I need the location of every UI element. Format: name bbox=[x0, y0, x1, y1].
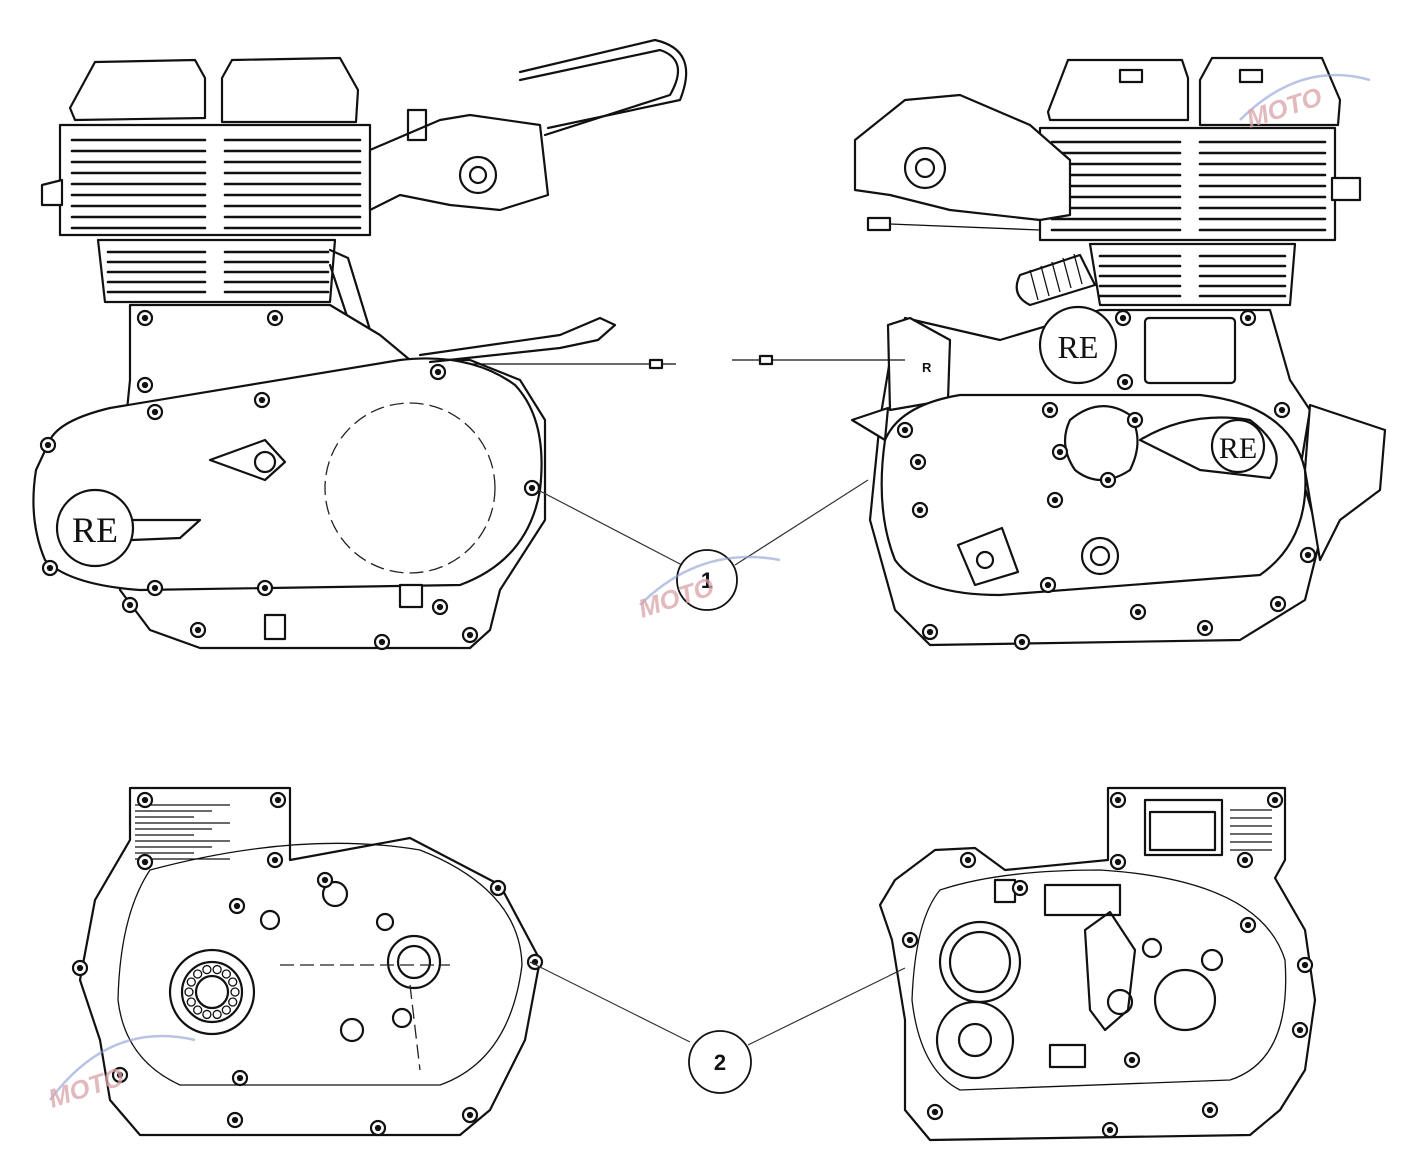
bolt-center bbox=[1046, 406, 1054, 414]
bolt-center bbox=[1134, 608, 1142, 616]
magneto-logo: RE bbox=[1058, 329, 1099, 365]
bolt-center bbox=[258, 396, 266, 404]
bolt-center bbox=[274, 796, 282, 804]
bolt-center bbox=[141, 381, 149, 389]
bolt-center bbox=[931, 1108, 939, 1116]
bearing-roller bbox=[228, 997, 238, 1007]
engine-left-view: RE bbox=[32, 38, 688, 651]
bearing-roller bbox=[221, 1005, 231, 1015]
bolt-center bbox=[1104, 476, 1112, 484]
bolt-center bbox=[1301, 961, 1309, 969]
bearing-roller bbox=[212, 964, 222, 975]
bolt-center bbox=[194, 626, 202, 634]
bolt-center bbox=[1206, 1106, 1214, 1114]
bearing-roller bbox=[193, 969, 203, 979]
bolt-center bbox=[1274, 600, 1282, 608]
bolt-center bbox=[271, 314, 279, 322]
bolt-center bbox=[1044, 581, 1052, 589]
bolt-center bbox=[1016, 884, 1024, 892]
bolt-center bbox=[1244, 921, 1252, 929]
bolt-center bbox=[374, 1124, 382, 1132]
bolt-center bbox=[1241, 856, 1249, 864]
svg-text:MOTO: MOTO bbox=[635, 571, 718, 623]
right-crankcase-half bbox=[878, 786, 1317, 1142]
callout-1: 1 bbox=[537, 479, 869, 611]
bolt-center bbox=[261, 584, 269, 592]
bearing-roller bbox=[221, 969, 231, 979]
bolt-center bbox=[1114, 796, 1122, 804]
bolt-center bbox=[151, 584, 159, 592]
bolt-center bbox=[1131, 416, 1139, 424]
bolt-center bbox=[906, 936, 914, 944]
bearing-roller bbox=[193, 1005, 203, 1015]
bolt-center bbox=[46, 564, 54, 572]
bolt-center bbox=[271, 856, 279, 864]
left-crankcase-half bbox=[71, 786, 544, 1137]
bolt-center bbox=[321, 876, 329, 884]
right-cover-logo: RE bbox=[1219, 432, 1257, 465]
bearing-roller bbox=[202, 964, 212, 975]
bolt-center bbox=[141, 858, 149, 866]
bolt-center bbox=[1296, 1026, 1304, 1034]
bolt-center bbox=[1119, 314, 1127, 322]
bearing-roller bbox=[212, 1009, 222, 1020]
bolt-center bbox=[466, 631, 474, 639]
bolt-center bbox=[151, 408, 159, 416]
rubber-rib bbox=[1029, 269, 1039, 301]
bolt-center bbox=[466, 1111, 474, 1119]
rubber-rib bbox=[1051, 261, 1061, 293]
engine-right-view: RE R RE bbox=[732, 56, 1387, 651]
bolt-center bbox=[141, 314, 149, 322]
bolt-center bbox=[76, 964, 84, 972]
callout-2-number: 2 bbox=[714, 1050, 726, 1075]
bearing-roller bbox=[186, 977, 196, 987]
bolt-center bbox=[1271, 796, 1279, 804]
bolt-center bbox=[126, 601, 134, 609]
bearing-roller bbox=[186, 997, 196, 1007]
rubber-rib bbox=[1062, 257, 1072, 289]
callout-2: 2 bbox=[529, 961, 906, 1094]
bolt-center bbox=[1201, 624, 1209, 632]
bolt-center bbox=[964, 856, 972, 864]
bolt-center bbox=[1304, 551, 1312, 559]
bolt-center bbox=[926, 628, 934, 636]
bolt-center bbox=[434, 368, 442, 376]
bolt-center bbox=[1278, 406, 1286, 414]
bolt-center bbox=[233, 902, 241, 910]
bolt-center bbox=[1128, 1056, 1136, 1064]
side-letter: R bbox=[922, 360, 932, 375]
bolt-center bbox=[436, 603, 444, 611]
bolt-center bbox=[494, 884, 502, 892]
rubber-rib bbox=[1073, 253, 1083, 285]
bolt-center bbox=[901, 426, 909, 434]
bearing-roller bbox=[230, 987, 240, 997]
bolt-center bbox=[378, 638, 386, 646]
bolt-center bbox=[916, 506, 924, 514]
rubber-rib bbox=[1040, 265, 1050, 297]
bolt-center bbox=[1244, 314, 1252, 322]
bearing-roller bbox=[202, 1009, 212, 1020]
bolt-center bbox=[528, 484, 536, 492]
callout-1-number: 1 bbox=[701, 568, 713, 593]
bolt-center bbox=[44, 441, 52, 449]
bolt-center bbox=[1114, 858, 1122, 866]
bearing-roller bbox=[184, 987, 194, 997]
bolt-center bbox=[231, 1116, 239, 1124]
bolt-center bbox=[116, 1071, 124, 1079]
bearing-roller bbox=[228, 977, 238, 987]
bolt-center bbox=[1121, 378, 1129, 386]
bolt-center bbox=[236, 1074, 244, 1082]
left-cover-logo: RE bbox=[72, 510, 118, 550]
bolt-center bbox=[1051, 496, 1059, 504]
bolt-center bbox=[1056, 448, 1064, 456]
bolt-center bbox=[1018, 638, 1026, 646]
bolt-center bbox=[1106, 1126, 1114, 1134]
bolt-center bbox=[141, 796, 149, 804]
bolt-center bbox=[914, 458, 922, 466]
